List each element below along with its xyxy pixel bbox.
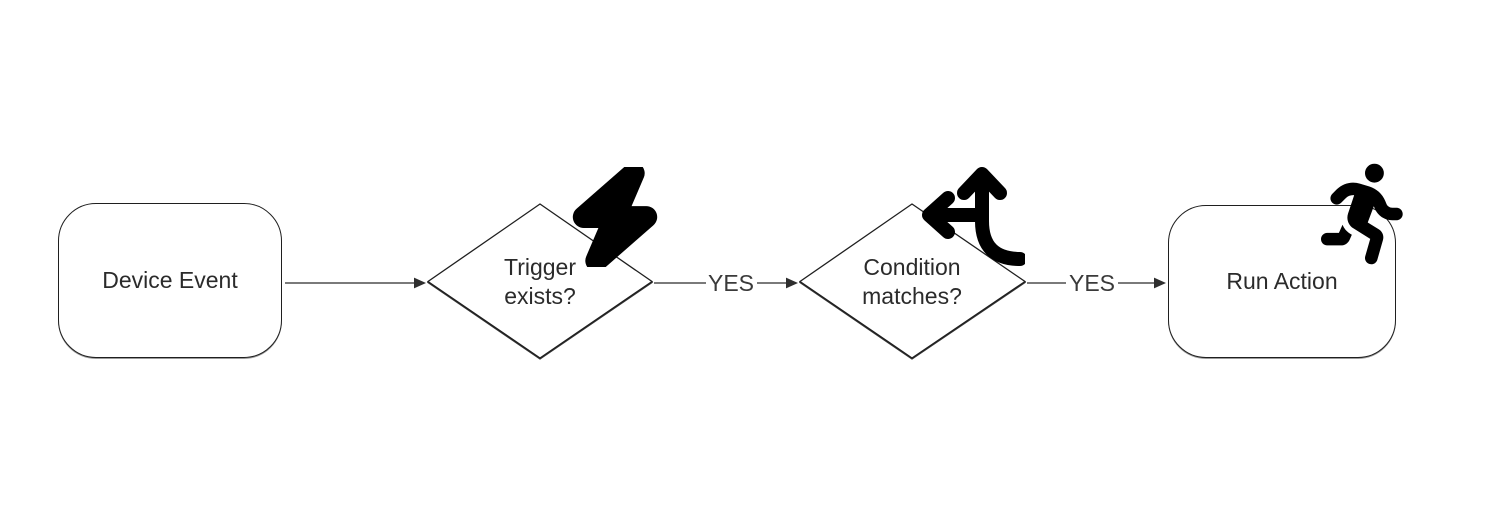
arrowhead-icon	[786, 277, 798, 289]
arrowhead-icon	[1154, 277, 1166, 289]
edge-label-yes-2: YES	[1068, 269, 1116, 296]
split-stem	[975, 170, 1025, 266]
node-device-event-label: Device Event	[102, 267, 238, 293]
split-left-arrowhead	[922, 191, 955, 239]
node-condition-matches-label[interactable]: Condition matches?	[862, 254, 962, 309]
node-trigger-exists-label[interactable]: Trigger exists?	[504, 254, 576, 309]
arrowhead-icon	[414, 277, 426, 289]
lightning-bolt-glyph	[572, 167, 658, 267]
node-run-action[interactable]: Run Action	[1168, 205, 1396, 358]
person-running-glyph	[1321, 163, 1403, 265]
lightning-bolt-icon	[572, 167, 658, 267]
split-up-arrowhead	[957, 167, 1007, 200]
edge-device-event-to-trigger-exists	[285, 277, 426, 289]
node-run-action-label: Run Action	[1226, 268, 1338, 294]
node-device-event[interactable]: Device Event	[58, 203, 282, 358]
edge-label-yes-1: YES	[707, 269, 755, 296]
arrows-split-up-left-icon	[922, 167, 1025, 266]
person-running-icon	[1321, 163, 1403, 265]
